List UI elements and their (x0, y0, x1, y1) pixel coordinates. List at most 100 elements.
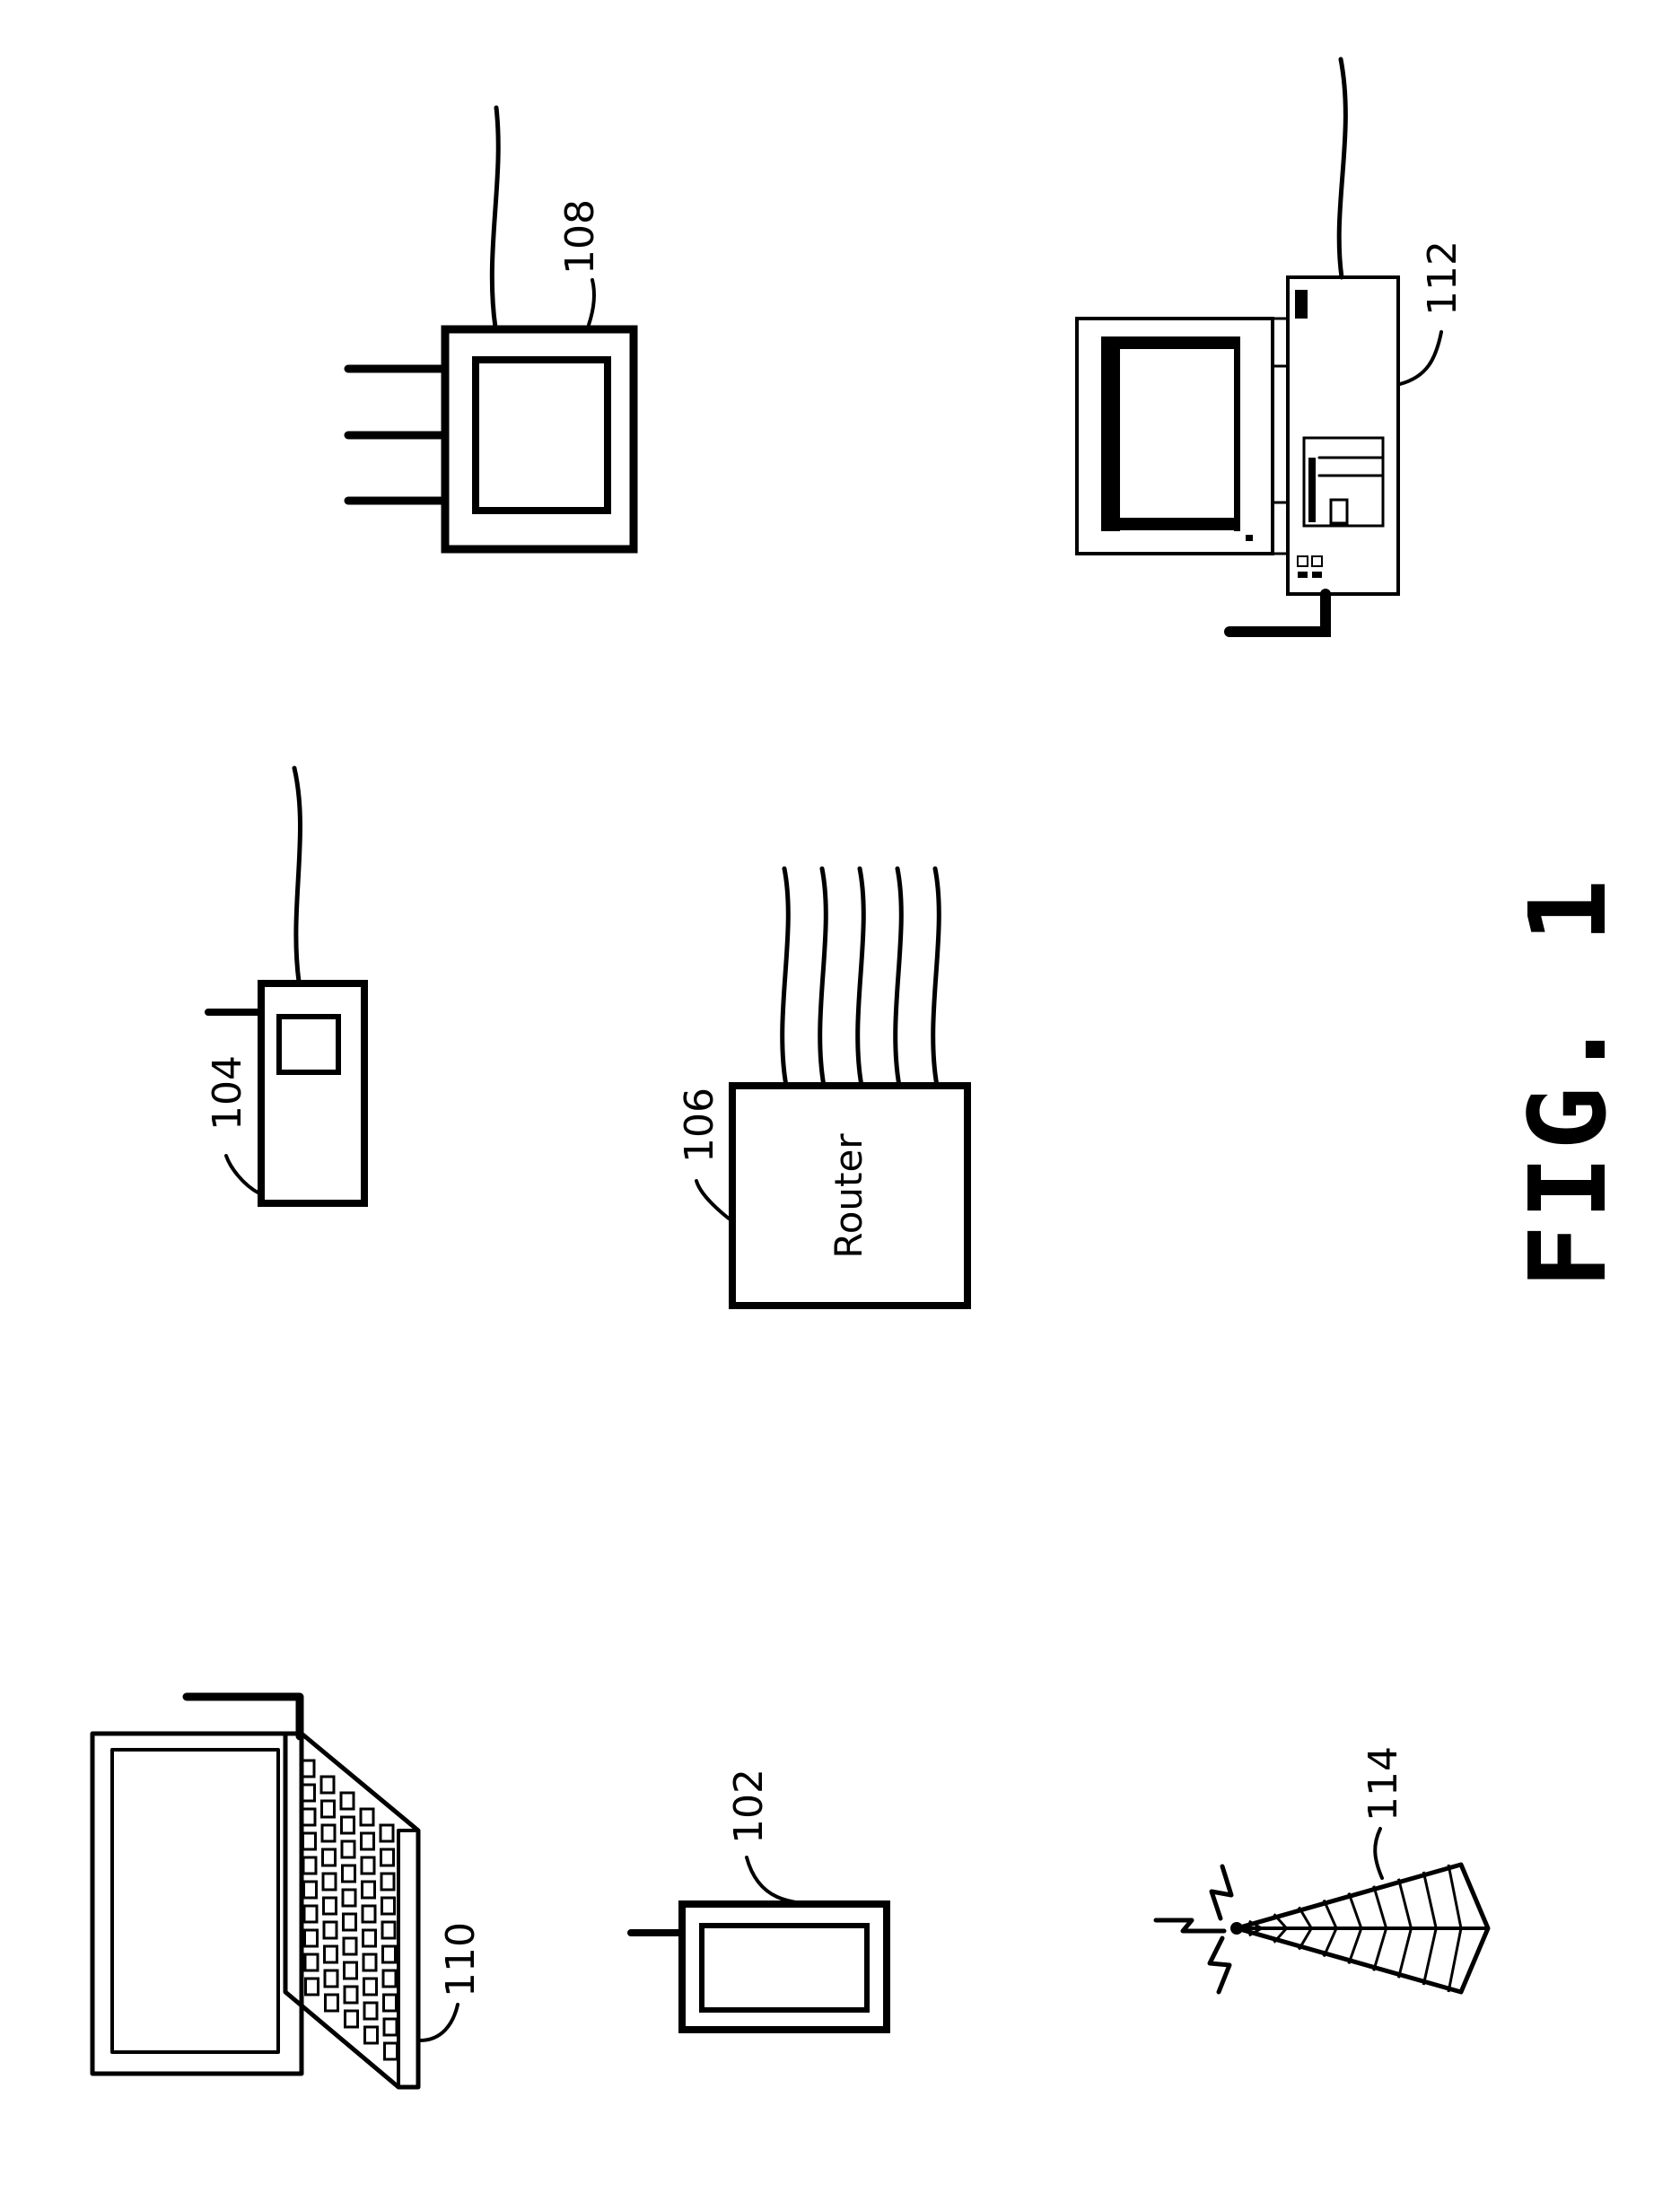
access-point-screen (476, 360, 608, 511)
keyboard-key (346, 2011, 358, 2027)
keyboard-key (325, 1970, 337, 1987)
router-cable-3 (858, 869, 864, 1086)
access-point-108 (348, 108, 634, 549)
keyboard-key (384, 1995, 397, 2011)
keyboard-key (345, 1962, 357, 1979)
keyboard-key (322, 1801, 335, 1817)
keyboard-key (302, 1785, 315, 1801)
desktop-status-led-2 (1312, 572, 1322, 578)
keyboard-key (341, 1793, 354, 1809)
desktop-antenna (1339, 59, 1345, 277)
figure-title: FIG. 1 (1506, 874, 1630, 1289)
handset-104 (208, 768, 364, 1203)
handset-screen (279, 1017, 338, 1072)
desktop-screen-bezel-bottom (1101, 518, 1240, 530)
keyboard-key (303, 1833, 316, 1849)
label-108: 108 (557, 199, 603, 275)
keyboard-key (306, 1979, 319, 1995)
keyboard-key (363, 1906, 375, 1922)
keyboard-key (381, 1825, 393, 1841)
keyboard-key (361, 1809, 373, 1825)
tower-signal-2 (1156, 1920, 1224, 1931)
desktop-screen-bezel-left (1101, 336, 1120, 531)
router-cable-1 (783, 869, 789, 1086)
keyboard-key (364, 1979, 377, 1995)
desktop-drive-panel (1304, 438, 1383, 526)
keyboard-key (362, 1857, 374, 1874)
keyboard-key (323, 1849, 336, 1865)
keyboard-key (342, 1817, 354, 1833)
keyboard-key (363, 1930, 376, 1946)
keyboard-key (364, 2003, 377, 2019)
tower-signal-3 (1210, 1938, 1229, 1992)
keyboard-key (305, 1954, 318, 1970)
keyboard-key (325, 1946, 337, 1962)
desktop-power-button (1312, 556, 1322, 566)
laptop-110 (92, 1697, 458, 2087)
tower-tip (1230, 1922, 1243, 1935)
desktop-leader (1400, 332, 1441, 384)
keyboard-key (303, 1857, 316, 1874)
keyboard-key (342, 1841, 354, 1857)
keyboard-key (302, 1809, 315, 1825)
tower-114 (1156, 1829, 1488, 1992)
keyboard-key (326, 1995, 338, 2011)
phone-102 (631, 1857, 887, 2030)
access-point-leader (589, 280, 594, 325)
router-leader (696, 1181, 729, 1219)
desktop-screen-bezel-top (1101, 336, 1240, 349)
laptop-lid-inner (112, 1750, 278, 2052)
desktop-drive-slot (1331, 500, 1347, 523)
desktop-badge (1295, 290, 1308, 319)
keyboard-key (324, 1898, 337, 1914)
keyboard-key (381, 1849, 394, 1865)
keyboard-key (382, 1898, 395, 1914)
phone-leader (747, 1857, 826, 1904)
laptop-keyboard (302, 1761, 398, 2059)
keyboard-key (324, 1922, 337, 1938)
keyboard-key (345, 1987, 357, 2003)
router-cable-2 (820, 869, 827, 1086)
label-104: 104 (205, 1055, 250, 1131)
label-102: 102 (726, 1769, 772, 1844)
access-point-antenna (492, 108, 498, 328)
keyboard-key (363, 1954, 376, 1970)
laptop-antenna (187, 1697, 300, 1736)
keyboard-key (383, 1970, 396, 1987)
desktop-cable (1229, 594, 1326, 632)
laptop-base-side (398, 1830, 418, 2087)
keyboard-key (305, 1930, 318, 1946)
keyboard-key (344, 1938, 356, 1954)
desktop-monitor-led (1246, 535, 1253, 541)
keyboard-key (304, 1882, 317, 1898)
label-114: 114 (1361, 1746, 1406, 1822)
keyboard-key (343, 1865, 355, 1882)
keyboard-key (323, 1874, 336, 1890)
keyboard-key (365, 2027, 378, 2043)
router-label: Router (827, 1133, 871, 1259)
desktop-monitor-stand (1273, 319, 1288, 554)
tower-leader (1375, 1829, 1382, 1878)
desktop-screen-edge-right (1234, 336, 1240, 531)
keyboard-key (304, 1906, 317, 1922)
keyboard-key (343, 1890, 355, 1906)
keyboard-key (381, 1874, 394, 1890)
router-cable-5 (933, 869, 940, 1086)
keyboard-key (383, 1946, 396, 1962)
keyboard-key (384, 2019, 397, 2035)
desktop-status-led-1 (1298, 572, 1308, 578)
label-112: 112 (1420, 240, 1466, 316)
keyboard-key (321, 1777, 334, 1793)
handset-antenna (294, 768, 301, 982)
label-106: 106 (677, 1088, 722, 1163)
label-110: 110 (438, 1922, 484, 1997)
keyboard-key (362, 1833, 374, 1849)
desktop-tower (1288, 277, 1398, 594)
laptop-leader (420, 2005, 458, 2040)
handset-leader (226, 1156, 259, 1193)
desktop-eject-bar (1308, 458, 1316, 522)
phone-screen (702, 1926, 867, 2010)
laptop-lid-outer (92, 1734, 302, 2074)
keyboard-key (382, 1922, 395, 1938)
